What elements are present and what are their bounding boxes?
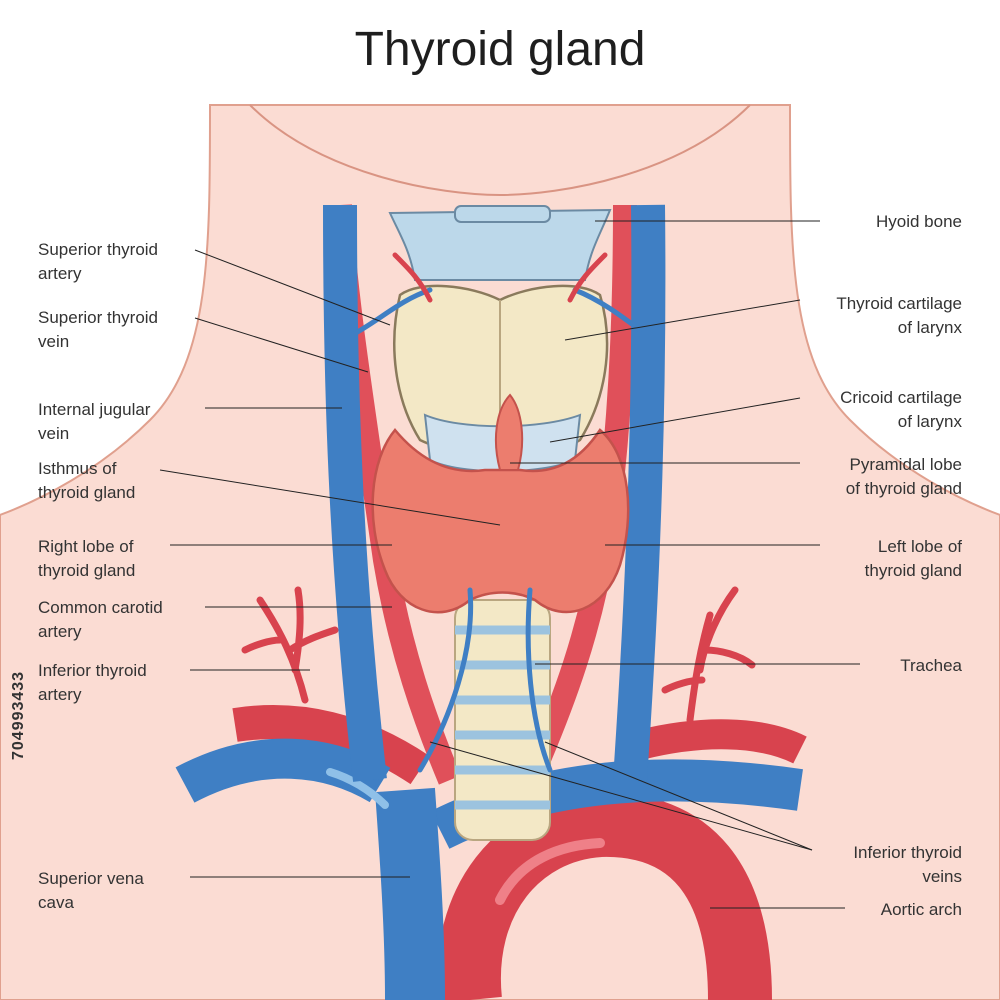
- label-isthmus: Isthmus of thyroid gland: [38, 459, 136, 502]
- right-artery-branch: [241, 586, 339, 704]
- label-cricoid-cartilage: Cricoid cartilage of larynx: [840, 388, 962, 431]
- label-thyroid-cartilage: Thyroid cartilage of larynx: [836, 294, 962, 337]
- trachea-rings: [454, 599, 551, 841]
- label-trachea: Trachea: [900, 656, 962, 675]
- left-subclavian-artery: [636, 719, 807, 764]
- superior-vena-cava-shape: [375, 787, 445, 1000]
- label-right-lobe: Right lobe of thyroid gland: [38, 537, 136, 580]
- inferior-thyroid-veins-shape: [417, 587, 553, 773]
- label-inferior-thyroid-artery: Inferior thyroid artery: [38, 661, 147, 704]
- aortic-arch-shape: [436, 792, 772, 1000]
- vein-highlight: [326, 768, 389, 809]
- label-superior-thyroid-vein: Superior thyroid vein: [38, 308, 159, 351]
- label-left-lobe: Left lobe of thyroid gland: [864, 537, 962, 580]
- right-internal-jugular-vein: [323, 204, 387, 782]
- thyroid-gland-shape: [371, 428, 630, 614]
- superior-thyroid-vessels: [349, 287, 643, 338]
- stock-image-id: 704993433: [10, 670, 27, 760]
- left-internal-jugular-vein: [613, 204, 666, 782]
- pyramidal-lobe-shape: [494, 393, 524, 471]
- jaw-line: [249, 104, 751, 197]
- label-common-carotid-artery: Common carotid artery: [38, 598, 163, 641]
- aortic-arch-highlight: [495, 838, 605, 905]
- label-superior-vena-cava: Superior vena cava: [38, 869, 144, 912]
- right-subclavian-artery: [232, 705, 430, 785]
- label-superior-thyroid-artery: Superior thyroid artery: [38, 240, 159, 283]
- leader-lines: [159, 220, 860, 909]
- label-hyoid-bone: Hyoid bone: [875, 212, 962, 231]
- label-inferior-thyroid-veins: Inferior thyroid veins: [853, 843, 962, 886]
- label-internal-jugular-vein: Internal jugular vein: [38, 400, 151, 443]
- label-aortic-arch: Aortic arch: [880, 900, 962, 919]
- label-pyramidal-lobe: Pyramidal lobe of thyroid gland: [845, 455, 962, 498]
- diagram-title: Thyroid gland: [354, 23, 646, 76]
- left-artery-branch: [661, 586, 756, 724]
